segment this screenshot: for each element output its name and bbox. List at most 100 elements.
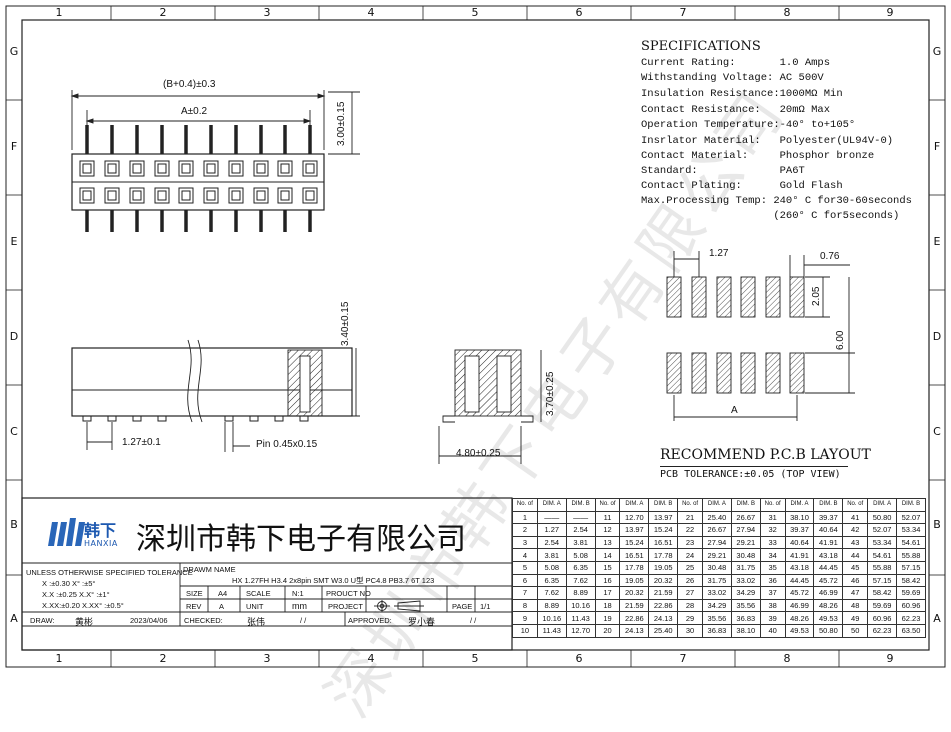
checked-date: / / xyxy=(300,616,307,625)
zone-label: 4 xyxy=(367,6,375,19)
table-cell: 16.51 xyxy=(648,535,679,550)
table-cell: —— xyxy=(565,510,596,525)
table-cell: 10.16 xyxy=(536,611,567,625)
zone-label: G xyxy=(9,45,19,58)
table-cell: 36.83 xyxy=(730,611,761,625)
table-cell: 18 xyxy=(594,598,621,613)
scale-value: N:1 xyxy=(292,589,304,598)
zone-label: 3 xyxy=(263,652,271,665)
table-cell: 4 xyxy=(512,548,538,562)
zone-label: 8 xyxy=(783,6,791,19)
table-cell: 22 xyxy=(677,523,703,537)
table-cell: 38 xyxy=(759,598,786,613)
table-header-cell: No. of xyxy=(842,498,869,512)
side-view-drawing xyxy=(71,339,360,452)
table-cell: 5 xyxy=(512,560,538,575)
spec-line: Current Rating: 1.0 Amps xyxy=(641,57,831,69)
table-cell: 53.34 xyxy=(867,535,898,550)
table-cell: 44.45 xyxy=(784,573,815,588)
zone-label: 4 xyxy=(367,652,375,665)
table-cell: 1.27 xyxy=(536,523,567,537)
spec-line: Standard: PA6T xyxy=(641,165,805,177)
project-label: PROJECT xyxy=(328,602,364,611)
table-cell: 19 xyxy=(594,611,621,625)
table-cell: 38.10 xyxy=(784,510,815,525)
table-cell: 29 xyxy=(677,611,703,625)
title-block-frame xyxy=(21,497,513,651)
table-cell: 12.70 xyxy=(565,623,596,638)
tolerance-title: UNLESS OTHERWISE SPECIFIED TOLERANCE xyxy=(26,568,193,577)
logo-text-en: HANXIA xyxy=(84,539,118,548)
table-header-cell: DIM. A xyxy=(536,498,567,512)
zone-label: D xyxy=(9,330,19,343)
zone-label: D xyxy=(932,330,942,343)
table-cell: 40.64 xyxy=(813,523,844,537)
table-cell: 45 xyxy=(842,560,869,575)
rev-label: REV xyxy=(186,602,202,611)
table-cell: 3.81 xyxy=(565,535,596,550)
table-cell: 58.42 xyxy=(896,573,926,588)
size-label: SIZE xyxy=(186,589,203,598)
table-cell: 13 xyxy=(594,535,621,550)
table-cell: 29.21 xyxy=(730,535,761,550)
spec-line: Contact Plating: Gold Flash xyxy=(641,180,843,192)
spec-line: Contact Material: Phosphor bronze xyxy=(641,150,875,162)
pcb-pitch: 1.27 xyxy=(709,248,729,259)
table-cell: 19.05 xyxy=(619,573,650,588)
spec-line: Contact Resistance: 20mΩ Max xyxy=(641,104,831,116)
spec-line: Insrlator Material: Polyester(UL94V-0) xyxy=(641,135,894,147)
table-cell: 2 xyxy=(512,523,538,537)
zone-label: 6 xyxy=(575,652,583,665)
table-cell: 24.13 xyxy=(648,611,679,625)
table-cell: 30.48 xyxy=(730,548,761,562)
draw-label: DRAW: xyxy=(30,616,55,625)
table-cell: 15.24 xyxy=(648,523,679,537)
top-view-drawing xyxy=(70,90,360,232)
pcb-tolerance: PCB TOLERANCE:±0.05 (TOP VIEW) xyxy=(660,469,841,480)
table-cell: 17 xyxy=(594,586,621,600)
dim-width-480: 4.80±0.25 xyxy=(456,448,501,459)
zone-label: G xyxy=(932,45,942,58)
table-cell: 34.29 xyxy=(730,586,761,600)
table-cell: 2.54 xyxy=(536,535,567,550)
checked-label: CHECKED: xyxy=(184,616,223,625)
spec-line: Operation Temperature:-40° to+105° xyxy=(641,119,856,131)
unit-label: UNIT xyxy=(246,602,264,611)
zone-label: A xyxy=(10,612,18,625)
table-cell: 24 xyxy=(677,548,703,562)
table-cell: 57.15 xyxy=(867,573,898,588)
table-cell: 12 xyxy=(594,523,621,537)
table-cell: 27.94 xyxy=(730,523,761,537)
page-value: 1/1 xyxy=(480,602,491,611)
table-cell: 28 xyxy=(677,598,703,613)
table-header-cell: No. of xyxy=(512,498,538,512)
table-cell: 34 xyxy=(759,548,786,562)
table-cell: 7.62 xyxy=(565,573,596,588)
table-cell: 49.53 xyxy=(813,611,844,625)
table-cell: 22.86 xyxy=(648,598,679,613)
table-cell: 41.91 xyxy=(784,548,815,562)
table-cell: 62.23 xyxy=(896,611,926,625)
table-cell: 63.50 xyxy=(896,623,926,638)
zone-label: 7 xyxy=(679,652,687,665)
table-cell: 27 xyxy=(677,586,703,600)
table-cell: 5.08 xyxy=(565,548,596,562)
table-cell: 46.99 xyxy=(784,598,815,613)
table-cell: 35 xyxy=(759,560,786,575)
zone-label: 2 xyxy=(159,6,167,19)
table-cell: 1 xyxy=(512,510,538,525)
table-cell: 40 xyxy=(759,623,786,638)
table-cell: 62.23 xyxy=(867,623,898,638)
tolerance-row: X :±0.30 X° :±5° xyxy=(42,579,96,588)
table-header-cell: DIM. B xyxy=(648,498,679,512)
table-cell: 30 xyxy=(677,623,703,638)
projection-symbol-icon xyxy=(374,600,424,612)
dim-a: A±0.2 xyxy=(181,106,208,117)
table-cell: 33.02 xyxy=(730,573,761,588)
table-cell: 39.37 xyxy=(784,523,815,537)
table-cell: 21.59 xyxy=(619,598,650,613)
table-cell: 50.80 xyxy=(813,623,844,638)
table-cell: 16.51 xyxy=(619,548,650,562)
